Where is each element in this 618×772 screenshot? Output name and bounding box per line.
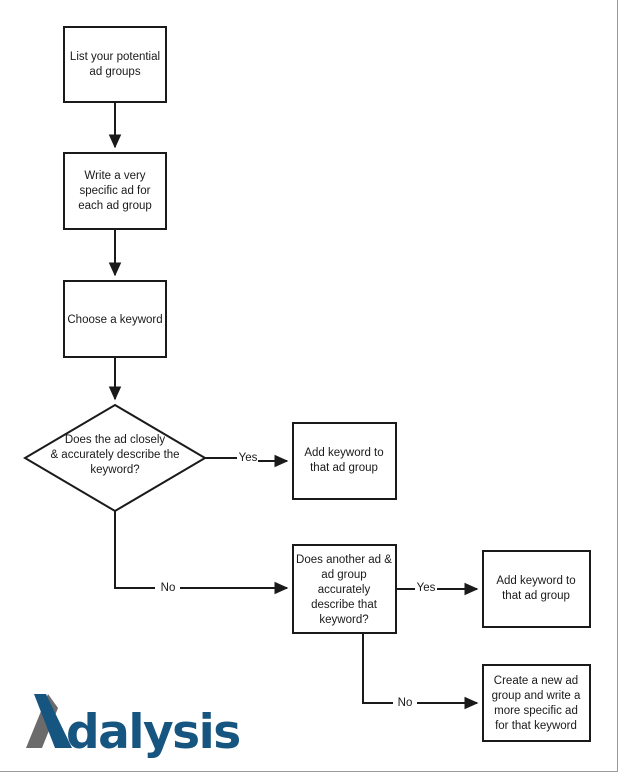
node-add-keyword-to-ad-group-1: Add keyword to that ad group [292, 422, 397, 500]
node-list-ad-groups: List your potential ad groups [63, 26, 167, 103]
node-shape-rect [292, 422, 397, 500]
node-label: describe that [311, 599, 378, 611]
node-create-new-ad-group: Create a new ad group and write a more s… [482, 664, 591, 742]
logo-wordmark: dalysis [66, 705, 240, 760]
node-shape-rect [292, 544, 397, 634]
edge-label-no-1: No [161, 582, 176, 594]
node-label: specific ad for [80, 185, 151, 197]
edge-labels: Yes No Yes No [161, 452, 436, 709]
node-shape-rect [482, 664, 591, 742]
node-label: Write a very [84, 170, 145, 182]
edge-label-no-2: No [398, 697, 413, 709]
adalysis-logo: dalysis [26, 694, 241, 760]
connectors [108, 102, 477, 703]
node-decision-ad-describes-keyword: Does the ad closely & accurately describ… [23, 403, 207, 513]
node-label: for that keyword [495, 720, 577, 732]
node-label: Add keyword to [304, 447, 383, 459]
node-shape-diamond [23, 403, 207, 513]
node-label: Does another ad & [296, 554, 392, 566]
node-shape-rect [63, 280, 167, 358]
node-label: Add keyword to [496, 575, 575, 587]
node-add-keyword-to-ad-group-2: Add keyword to that ad group [482, 550, 591, 628]
node-label: ad group [321, 569, 366, 581]
node-shape-rect [482, 550, 591, 628]
node-label: more specific ad [494, 705, 578, 717]
edge-label-yes-1: Yes [239, 452, 258, 464]
node-write-specific-ad: Write a very specific ad for each ad gro… [63, 152, 167, 230]
node-label: Create a new ad [494, 675, 578, 687]
node-label: group and write a [492, 690, 581, 702]
node-label: Choose a keyword [67, 314, 162, 326]
node-label: List your potential [70, 51, 160, 63]
node-label: keyword? [319, 614, 368, 626]
node-label: & accurately describe the [50, 449, 179, 461]
node-label: Does the ad closely [65, 434, 166, 446]
edge-label-yes-2: Yes [417, 582, 436, 594]
node-label: keyword? [90, 464, 139, 476]
node-choose-keyword: Choose a keyword [63, 280, 167, 358]
edge-n6-n8-no [362, 633, 477, 703]
node-label: accurately [318, 584, 371, 596]
node-label: that ad group [310, 462, 378, 474]
logo-mark-a-blue [34, 694, 72, 748]
node-shape-rect [63, 26, 167, 103]
node-label: ad groups [89, 66, 140, 78]
node-label: each ad group [78, 200, 152, 212]
node-decision-another-ad-group: Does another ad & ad group accurately de… [292, 544, 397, 634]
node-label: that ad group [502, 590, 570, 602]
node-shape-rect [63, 152, 167, 230]
edge-n4-n6-no [114, 511, 287, 588]
edge-n4-n5-yes [205, 458, 287, 461]
